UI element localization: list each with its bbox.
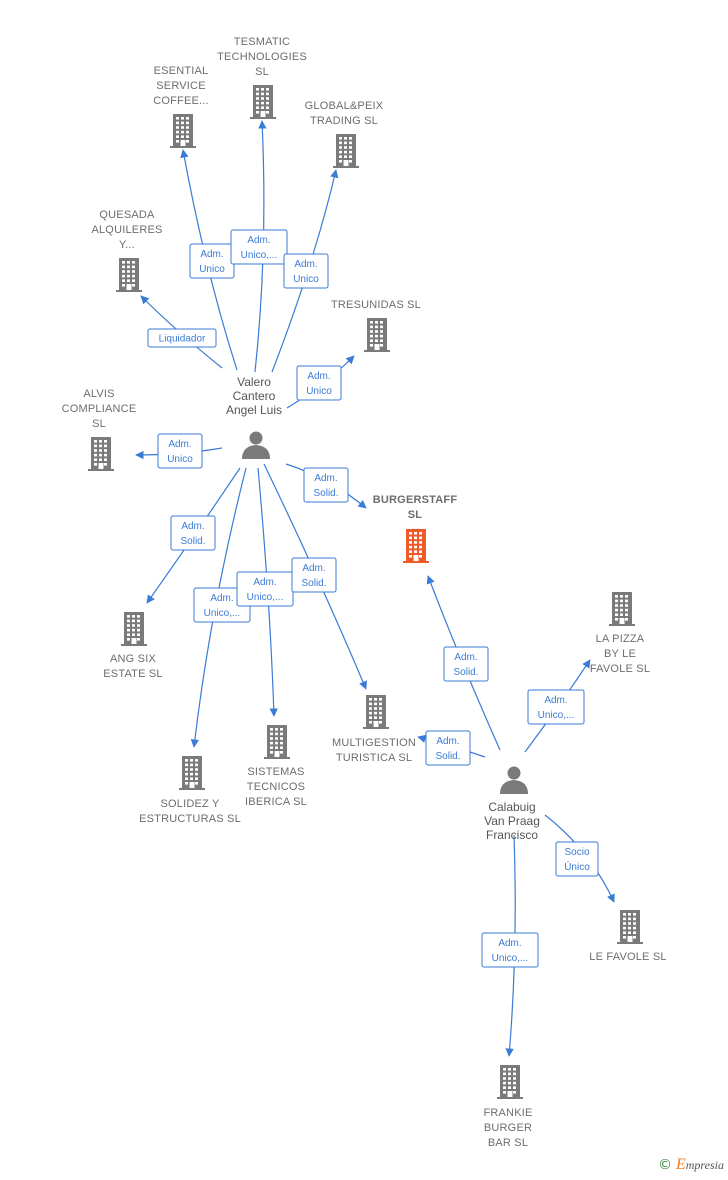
- role-badge[interactable]: Adm.Unico: [296, 365, 342, 401]
- role-text: Adm.Unico,...: [538, 695, 575, 721]
- role-text: Adm.Unico: [199, 249, 225, 275]
- role-badge[interactable]: Adm.Unico: [189, 243, 235, 279]
- copyright-icon: ©: [657, 1157, 672, 1173]
- role-text: Adm.Unico,...: [247, 577, 284, 603]
- building-icon: [264, 725, 290, 759]
- role-badge[interactable]: Adm.Unico: [283, 253, 329, 289]
- role-text: Adm.Unico: [167, 439, 193, 465]
- role-badge[interactable]: Adm.Solid.: [170, 515, 216, 551]
- role-text: Adm.Unico,...: [204, 593, 241, 619]
- building-icon: [116, 258, 142, 292]
- role-badge[interactable]: Adm.Unico,...: [236, 571, 294, 607]
- building-icon: [121, 612, 147, 646]
- building-icon: [363, 695, 389, 729]
- role-text: Liquidador: [159, 334, 206, 345]
- building-icon: [364, 318, 390, 352]
- role-text: Adm.Unico,...: [241, 235, 278, 261]
- building-icon: [403, 529, 429, 563]
- building-icon: [88, 437, 114, 471]
- role-badge[interactable]: Liquidador: [147, 328, 217, 348]
- role-text: Adm.Unico,...: [492, 938, 529, 964]
- role-text: Adm.Unico: [293, 259, 319, 285]
- role-text: Adm.Solid.: [301, 563, 326, 589]
- building-icon: [333, 134, 359, 168]
- building-icon: [617, 910, 643, 944]
- footer-brand[interactable]: ©Empresia: [658, 1156, 724, 1174]
- role-badge[interactable]: Adm.Unico: [157, 433, 203, 469]
- role-text: Adm.Solid.: [180, 521, 205, 547]
- person-icon: [242, 431, 270, 459]
- role-text: Adm.Solid.: [453, 652, 478, 678]
- role-text: Adm.Unico: [306, 371, 332, 397]
- building-icon: [170, 114, 196, 148]
- role-badge[interactable]: Adm.Solid.: [291, 557, 337, 593]
- roles-layer: Adm.UnicoAdm.Unico,...Adm.UnicoLiquidado…: [147, 229, 599, 968]
- role-badge[interactable]: Adm.Solid.: [443, 646, 489, 682]
- building-icon: [179, 756, 205, 790]
- company-label: LE FAVOLE SL: [589, 951, 666, 963]
- company-node-lefavole[interactable]: LE FAVOLE SL: [589, 910, 667, 963]
- brand-initial: E: [675, 1156, 686, 1173]
- building-icon: [250, 85, 276, 119]
- role-text: Adm.Solid.: [435, 736, 460, 762]
- role-badge[interactable]: Adm.Unico,...: [481, 932, 539, 968]
- company-label: TRESUNIDAS SL: [331, 299, 421, 311]
- role-badge[interactable]: Adm.Solid.: [425, 730, 471, 766]
- role-badge[interactable]: Adm.Unico,...: [230, 229, 288, 265]
- person-icon: [500, 766, 528, 794]
- building-icon: [497, 1065, 523, 1099]
- building-icon: [609, 592, 635, 626]
- brand-name: mpresia: [685, 1158, 724, 1172]
- role-text: Adm.Solid.: [313, 473, 338, 499]
- company-node-tresunidas[interactable]: TRESUNIDAS SL: [331, 299, 421, 352]
- role-badge[interactable]: Adm.Solid.: [303, 467, 349, 503]
- role-badge[interactable]: Adm.Unico,...: [527, 689, 585, 725]
